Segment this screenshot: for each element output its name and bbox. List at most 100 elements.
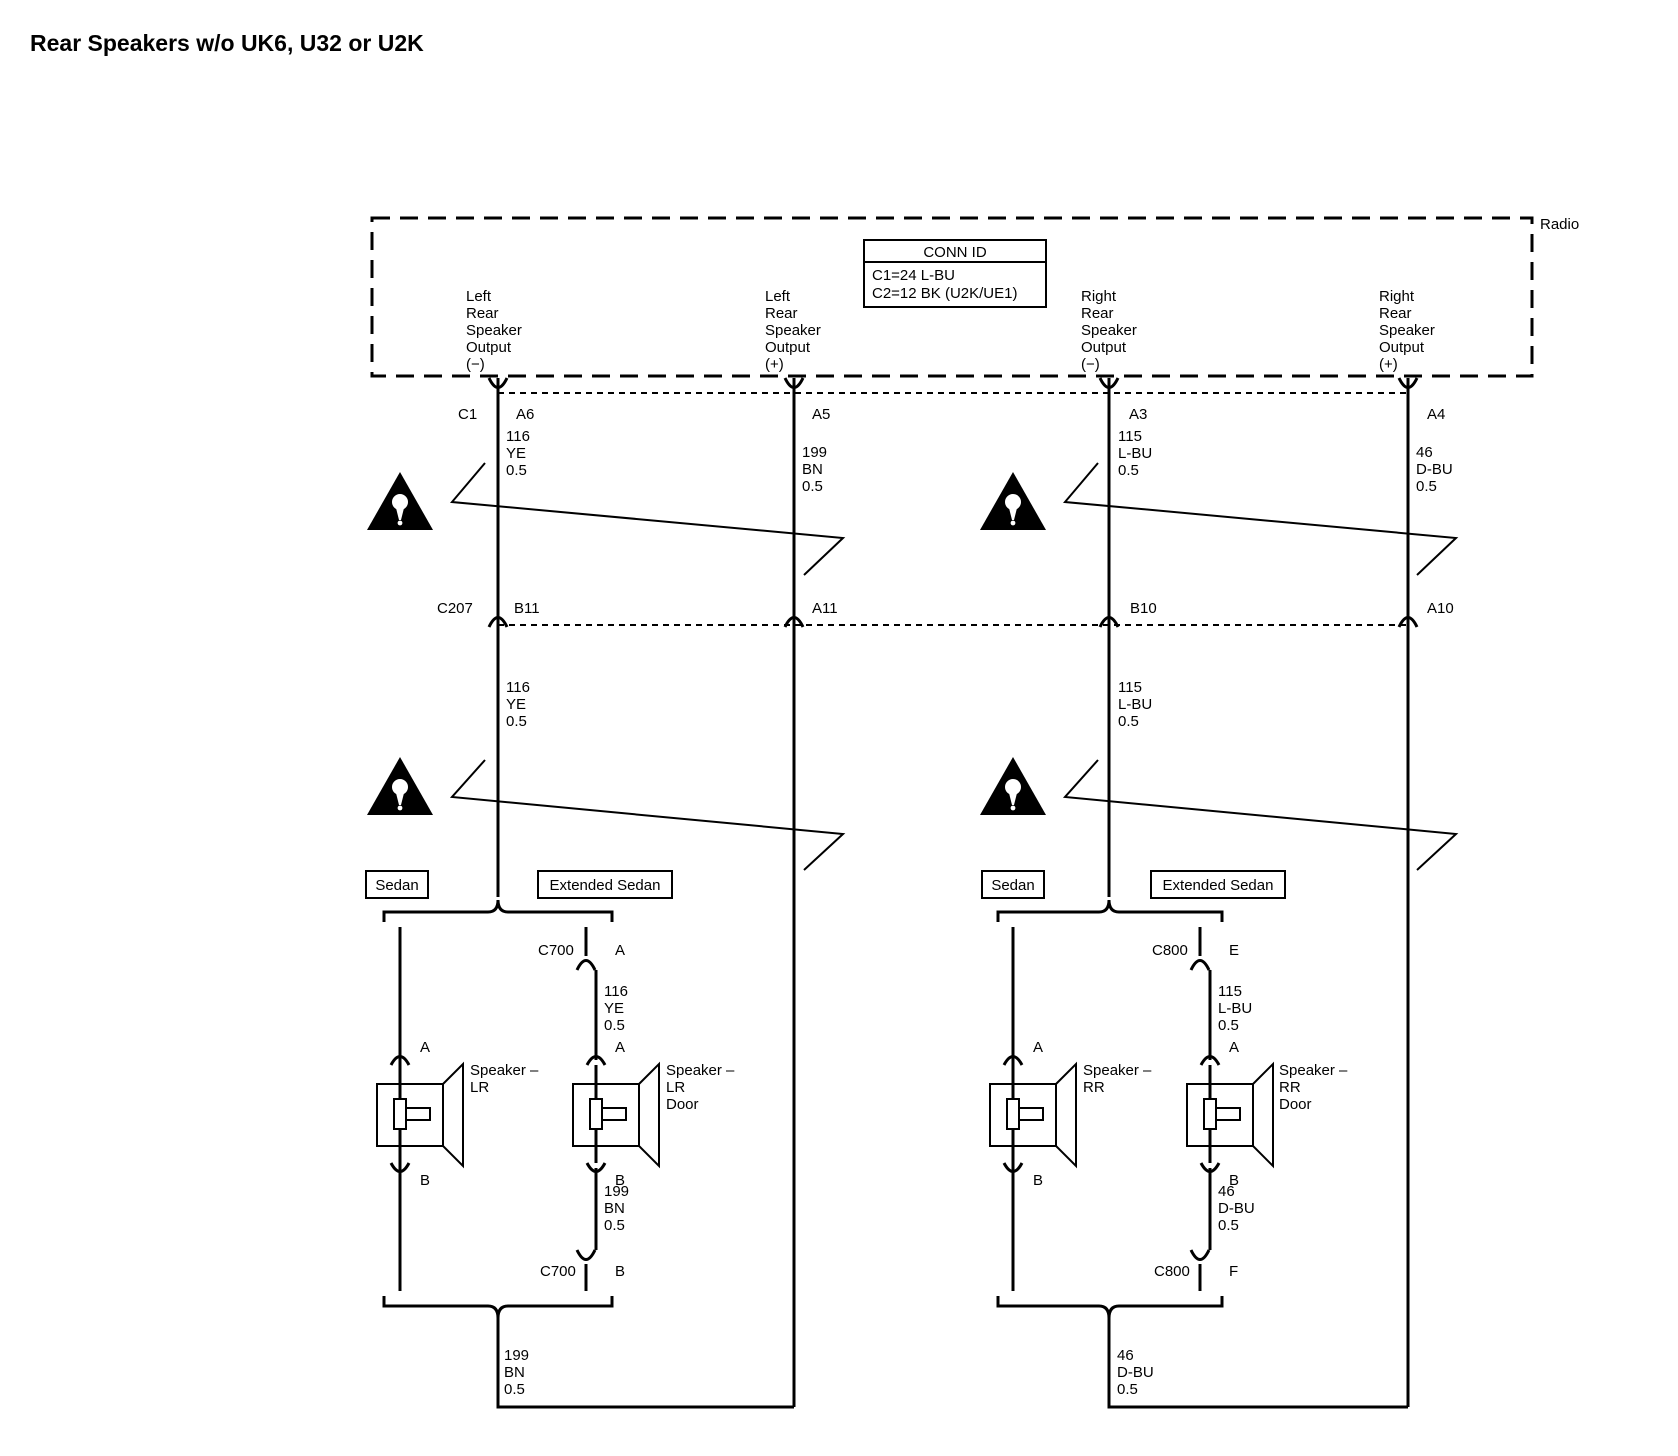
svg-text:115: 115 (1118, 428, 1142, 445)
svg-text:46: 46 (1218, 1183, 1235, 1200)
svg-text:Rear: Rear (1081, 305, 1114, 322)
svg-text:Speaker –: Speaker – (470, 1062, 539, 1079)
svg-text:Output: Output (765, 339, 811, 356)
speaker-rr-pin-b: B (1033, 1172, 1043, 1189)
conn-id-header: CONN ID (923, 244, 987, 261)
svg-text:YE: YE (506, 445, 526, 462)
splice-brace-right-top (996, 899, 1224, 922)
svg-text:Speaker: Speaker (1081, 322, 1137, 339)
svg-text:0.5: 0.5 (1218, 1217, 1239, 1234)
wire-46-return-right (1107, 1318, 1408, 1409)
wire-label-116-middle: 116 YE 0.5 (506, 679, 530, 730)
c207-pin-terminals (487, 616, 1419, 628)
svg-text:L-BU: L-BU (1118, 696, 1152, 713)
c207-pin-b11: B11 (514, 600, 540, 617)
svg-text:D-BU: D-BU (1416, 461, 1453, 478)
wire-label-46-lower: 46 D-BU 0.5 (1218, 1183, 1255, 1234)
svg-text:116: 116 (604, 983, 628, 1000)
conn-id-line1: C1=24 L-BU (872, 267, 955, 284)
c700-bottom-pin (575, 1249, 597, 1261)
c800-pin-bottom: F (1229, 1263, 1238, 1280)
svg-text:0.5: 0.5 (506, 713, 527, 730)
svg-text:L-BU: L-BU (1118, 445, 1152, 462)
c207-pin-a10: A10 (1427, 600, 1454, 617)
wire-label-115-middle: 115 L-BU 0.5 (1118, 679, 1152, 730)
svg-text:BN: BN (604, 1200, 625, 1217)
c207-pin-a11: A11 (812, 600, 838, 617)
c800-pin-top: E (1229, 942, 1239, 959)
radio-label: Radio (1540, 216, 1579, 233)
svg-text:199: 199 (802, 444, 827, 461)
c207-pin-b10: B10 (1130, 600, 1157, 617)
wire-label-46-bottom: 46 D-BU 0.5 (1117, 1347, 1154, 1398)
c800-label-top: C800 (1152, 942, 1188, 959)
svg-text:RR: RR (1279, 1079, 1301, 1096)
svg-text:Right: Right (1081, 288, 1117, 305)
svg-text:YE: YE (506, 696, 526, 713)
speaker-rr-label: Speaker – RR (1083, 1062, 1152, 1096)
twisted-pair-right-lower (1062, 759, 1459, 871)
svg-text:0.5: 0.5 (604, 1017, 625, 1034)
page-title: Rear Speakers w/o UK6, U32 or U2K (30, 30, 424, 56)
c700-pin-bottom: B (615, 1263, 625, 1280)
speaker-rr-door-pin-a: A (1229, 1039, 1239, 1056)
svg-text:Left: Left (466, 288, 492, 305)
svg-text:BN: BN (802, 461, 823, 478)
output-label-left-pos: Left Rear Speaker Output (+) (765, 288, 821, 373)
speaker-lr-pin-a: A (420, 1039, 430, 1056)
c800-bottom-pin (1189, 1249, 1211, 1261)
output-label-right-neg: Right Rear Speaker Output (−) (1081, 288, 1137, 373)
c1-pin-a5: A5 (812, 406, 830, 423)
c1-pin-a3: A3 (1129, 406, 1147, 423)
svg-text:Door: Door (666, 1096, 699, 1113)
speaker-lr-door-icon (572, 1055, 660, 1173)
c207-label: C207 (437, 600, 473, 617)
svg-text:Output: Output (1379, 339, 1425, 356)
speaker-lr-door-pin-a: A (615, 1039, 625, 1056)
wire-label-199-lower: 199 BN 0.5 (604, 1183, 629, 1234)
speaker-lr-door-pin-b: B (615, 1172, 625, 1189)
option-sedan-left: Sedan (365, 870, 429, 899)
svg-text:L-BU: L-BU (1218, 1000, 1252, 1017)
svg-text:Right: Right (1379, 288, 1415, 305)
svg-text:(−): (−) (1081, 356, 1100, 373)
svg-text:Rear: Rear (765, 305, 798, 322)
svg-text:Extended Sedan: Extended Sedan (550, 877, 661, 894)
speaker-rr-door-label: Speaker – RR Door (1279, 1062, 1348, 1113)
svg-text:RR: RR (1083, 1079, 1105, 1096)
svg-text:Sedan: Sedan (375, 877, 418, 894)
speaker-lr-door-label: Speaker – LR Door (666, 1062, 735, 1113)
svg-text:115: 115 (1218, 983, 1242, 1000)
svg-text:LR: LR (666, 1079, 685, 1096)
svg-text:46: 46 (1416, 444, 1433, 461)
c1-pin-a4: A4 (1427, 406, 1445, 423)
svg-text:D-BU: D-BU (1117, 1364, 1154, 1381)
svg-text:(+): (+) (1379, 356, 1398, 373)
svg-text:199: 199 (504, 1347, 529, 1364)
option-extended-sedan-left: Extended Sedan (537, 870, 673, 899)
svg-text:LR: LR (470, 1079, 489, 1096)
c700-label-top: C700 (538, 942, 574, 959)
svg-text:116: 116 (506, 679, 530, 696)
output-label-right-pos: Right Rear Speaker Output (+) (1379, 288, 1435, 373)
warning-icon (980, 757, 1046, 815)
c700-label-bottom: C700 (540, 1263, 576, 1280)
c800-top-pin (1189, 959, 1211, 971)
c700-top-pin (575, 959, 597, 971)
wire-label-46-upper: 46 D-BU 0.5 (1416, 444, 1453, 495)
svg-text:Speaker –: Speaker – (1279, 1062, 1348, 1079)
svg-text:0.5: 0.5 (802, 478, 823, 495)
wire-label-115-upper: 115 L-BU 0.5 (1118, 428, 1152, 479)
svg-text:116: 116 (506, 428, 530, 445)
svg-text:Speaker –: Speaker – (666, 1062, 735, 1079)
c700-pin-top: A (615, 942, 625, 959)
conn-id-line2: C2=12 BK (U2K/UE1) (872, 285, 1017, 302)
svg-text:Speaker: Speaker (1379, 322, 1435, 339)
svg-text:46: 46 (1117, 1347, 1134, 1364)
option-sedan-right: Sedan (981, 870, 1045, 899)
svg-text:Speaker –: Speaker – (1083, 1062, 1152, 1079)
svg-text:Speaker: Speaker (466, 322, 522, 339)
svg-text:0.5: 0.5 (1118, 462, 1139, 479)
c800-label-bottom: C800 (1154, 1263, 1190, 1280)
